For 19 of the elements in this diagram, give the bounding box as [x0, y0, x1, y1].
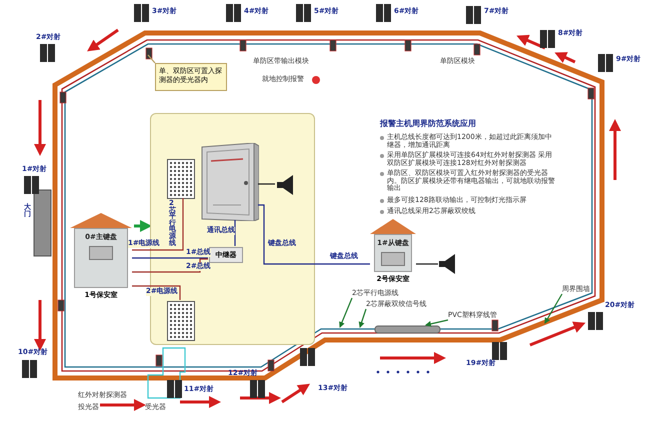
leader-line [148, 54, 156, 64]
cable [258, 183, 275, 185]
leader-line [544, 294, 563, 324]
leader-line [339, 298, 353, 328]
power-supply-box [167, 159, 195, 199]
cable [416, 263, 438, 265]
cable [258, 204, 370, 265]
cable [132, 258, 208, 273]
cable [234, 220, 236, 246]
siren-icon [438, 252, 456, 276]
power-supply-box [167, 301, 195, 341]
leader-line [358, 308, 367, 328]
cable [132, 285, 181, 300]
cable [132, 257, 208, 259]
cable [132, 198, 184, 251]
leader-line [425, 319, 448, 327]
alarm-host-cabinet [201, 143, 259, 221]
section-title: 报警主机周界防范系统应用 [380, 120, 476, 129]
siren-icon [276, 173, 294, 197]
